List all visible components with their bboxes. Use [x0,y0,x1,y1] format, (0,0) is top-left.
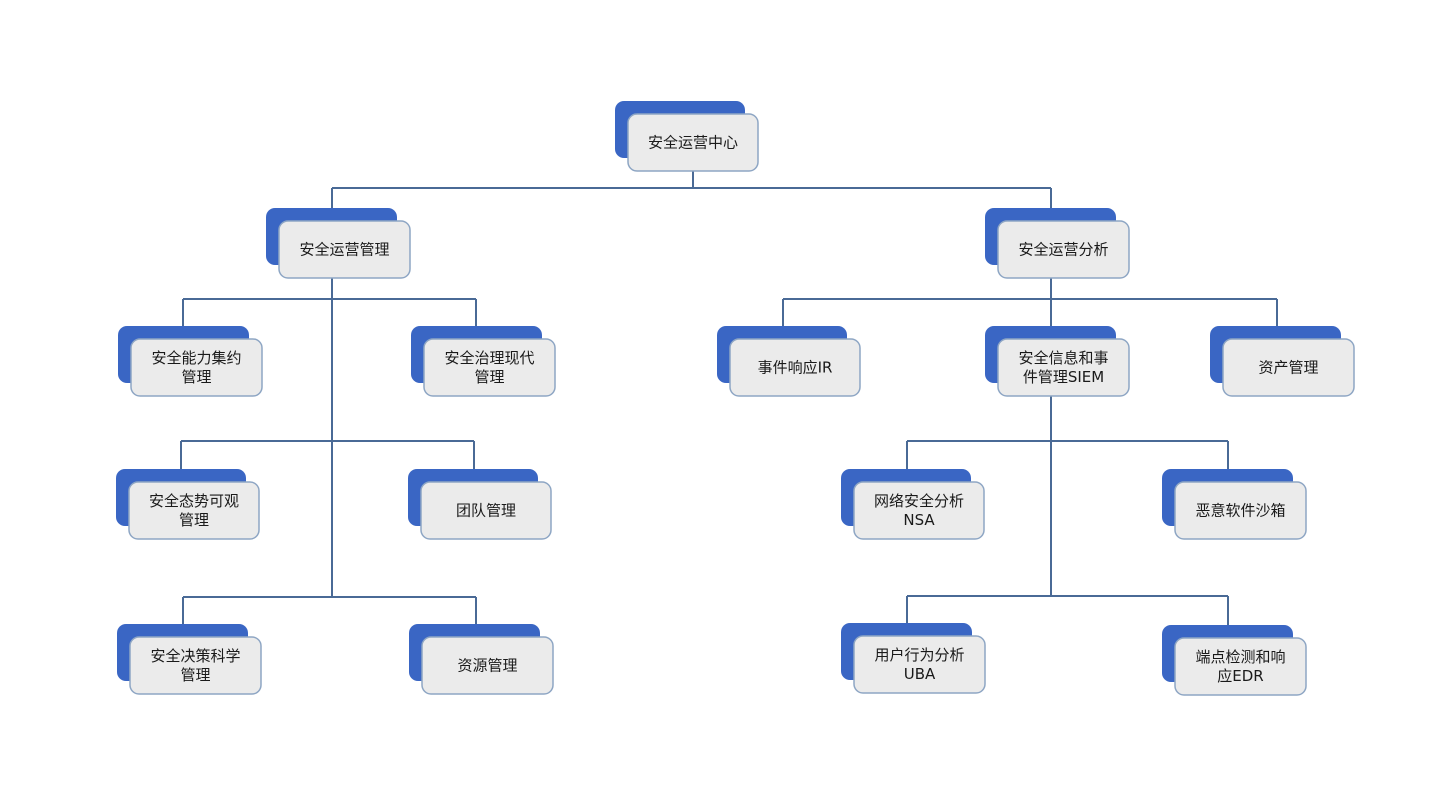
node-analysis: 安全运营分析 [985,208,1130,279]
node-asset: 资产管理 [1210,326,1355,397]
diagram-nodes: 安全运营中心安全运营管理安全运营分析安全能力集约管理安全治理现代管理安全态势可观… [116,101,1355,696]
node-root: 安全运营中心 [615,101,759,172]
node-decision-label-line-2: 管理 [180,666,210,684]
node-edr-label-line-1: 端点检测和响 [1195,648,1285,666]
node-resource-label-line-1: 资源管理 [457,657,517,675]
node-root-label-line-1: 安全运营中心 [648,134,738,152]
node-nsa-box [853,481,985,540]
node-mgmt-box [278,220,411,279]
node-edr-box [1174,637,1307,696]
connector-lines [180,171,1278,625]
node-capability-label-line-2: 管理 [181,368,211,386]
node-nsa-label-line-2: NSA [903,511,935,529]
node-mgmt: 安全运营管理 [266,208,411,279]
node-edr-label-line-2: 应EDR [1217,667,1263,685]
node-governance-label-line-2: 管理 [474,368,504,386]
node-governance-box [423,338,556,397]
node-analysis-label-line-1: 安全运营分析 [1018,241,1108,259]
node-ir: 事件响应IR [717,326,861,397]
node-uba-label-line-2: UBA [904,665,936,683]
node-ir-label-line-1: 事件响应IR [758,359,833,377]
node-capability-label-line-1: 安全能力集约 [151,349,241,367]
node-siem-label-line-1: 安全信息和事 [1018,349,1108,367]
node-ir-box [729,338,861,397]
node-governance-label-line-1: 安全治理现代 [444,349,534,367]
node-analysis-box [997,220,1130,279]
node-resource-box [421,636,554,695]
node-uba-label-line-1: 用户行为分析 [874,646,964,664]
node-uba-box [853,635,986,694]
node-decision-box [129,636,262,695]
node-mgmt-label-line-1: 安全运营管理 [299,241,389,259]
node-team: 团队管理 [408,469,552,540]
node-siem-box [997,338,1130,397]
node-resource: 资源管理 [409,624,554,695]
node-sandbox-box [1174,481,1307,540]
node-asset-box [1222,338,1355,397]
node-team-box [420,481,552,540]
node-team-label-line-1: 团队管理 [456,502,516,520]
node-posture-label-line-2: 管理 [179,511,209,529]
node-posture-label-line-1: 安全态势可观 [149,492,239,510]
node-nsa-label-line-1: 网络安全分析 [874,492,964,510]
node-posture-box [128,481,260,540]
node-decision-label-line-1: 安全决策科学 [150,647,240,665]
node-root-box [627,113,759,172]
node-siem-label-line-2: 件管理SIEM [1023,368,1104,386]
node-sandbox-label-line-1: 恶意软件沙箱 [1195,502,1285,520]
node-asset-label-line-1: 资产管理 [1258,359,1318,377]
node-capability-box [130,338,263,397]
node-sandbox: 恶意软件沙箱 [1162,469,1307,540]
